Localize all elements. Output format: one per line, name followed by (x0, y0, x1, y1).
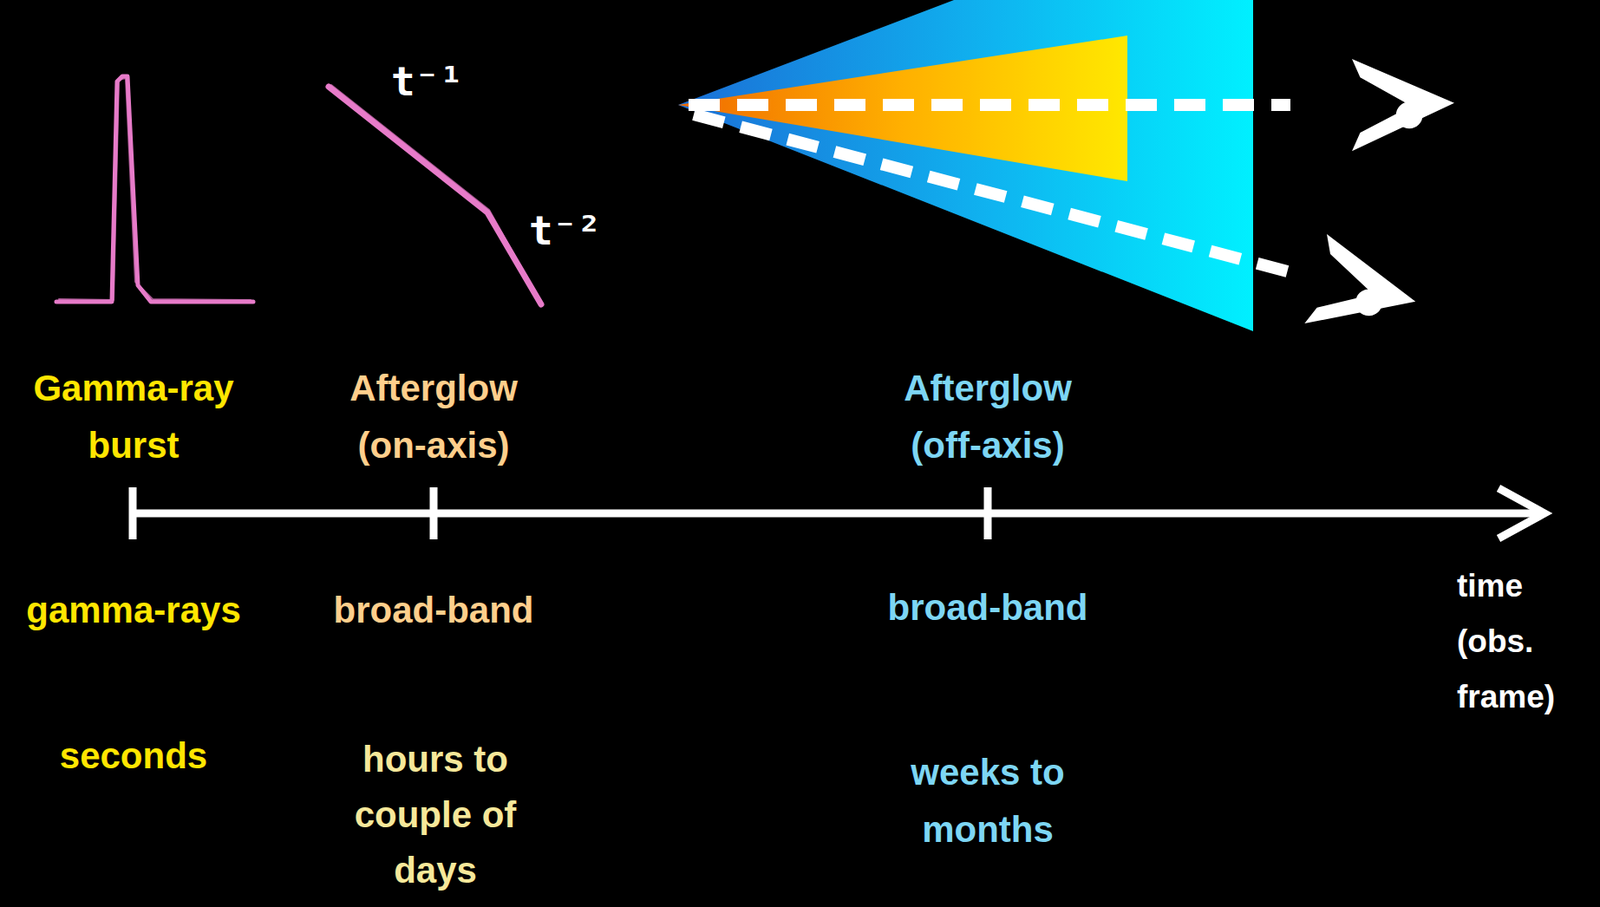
duration-label: seconds (59, 727, 208, 785)
phase-title: Gamma-ray burst (16, 359, 251, 475)
duration-label: weeks to months (888, 744, 1088, 859)
powerlaw-sketch (331, 84, 540, 301)
powerlaw-line (328, 86, 542, 305)
observer-eye (1304, 234, 1426, 349)
eye-pupil (1396, 102, 1424, 130)
eye-shape (1304, 234, 1426, 349)
eye-pupil (1352, 286, 1385, 319)
axis-tick (984, 487, 993, 540)
phase-title: Afterglow (on-axis) (316, 359, 551, 475)
afterglow-lightcurve (328, 84, 542, 305)
axis-arrowhead (1498, 488, 1545, 539)
off-axis-sightline (693, 114, 1294, 274)
burst-lightcurve (56, 76, 254, 302)
band-label: broad-band (333, 581, 535, 640)
duration-label: hours to couple of days (335, 731, 536, 899)
axis-tick (430, 487, 438, 540)
wide-cone (678, 0, 1254, 332)
axis-label: time (obs. frame) (1456, 558, 1596, 725)
slope-label: t⁻² (528, 207, 601, 255)
lightcurve-line (56, 76, 254, 302)
observer-eye (1351, 58, 1455, 151)
band-label: gamma-rays (26, 581, 241, 640)
eye-shape (1351, 58, 1455, 151)
phase-title: Afterglow (off-axis) (870, 359, 1105, 475)
band-label: broad-band (888, 579, 1089, 637)
timeline (132, 487, 1545, 540)
on-axis-sightline (688, 98, 1291, 112)
axis-tick (129, 487, 138, 540)
lightcurve-sketch (58, 78, 251, 301)
slope-label: t⁻¹ (391, 58, 464, 105)
time-axis (132, 509, 1542, 518)
